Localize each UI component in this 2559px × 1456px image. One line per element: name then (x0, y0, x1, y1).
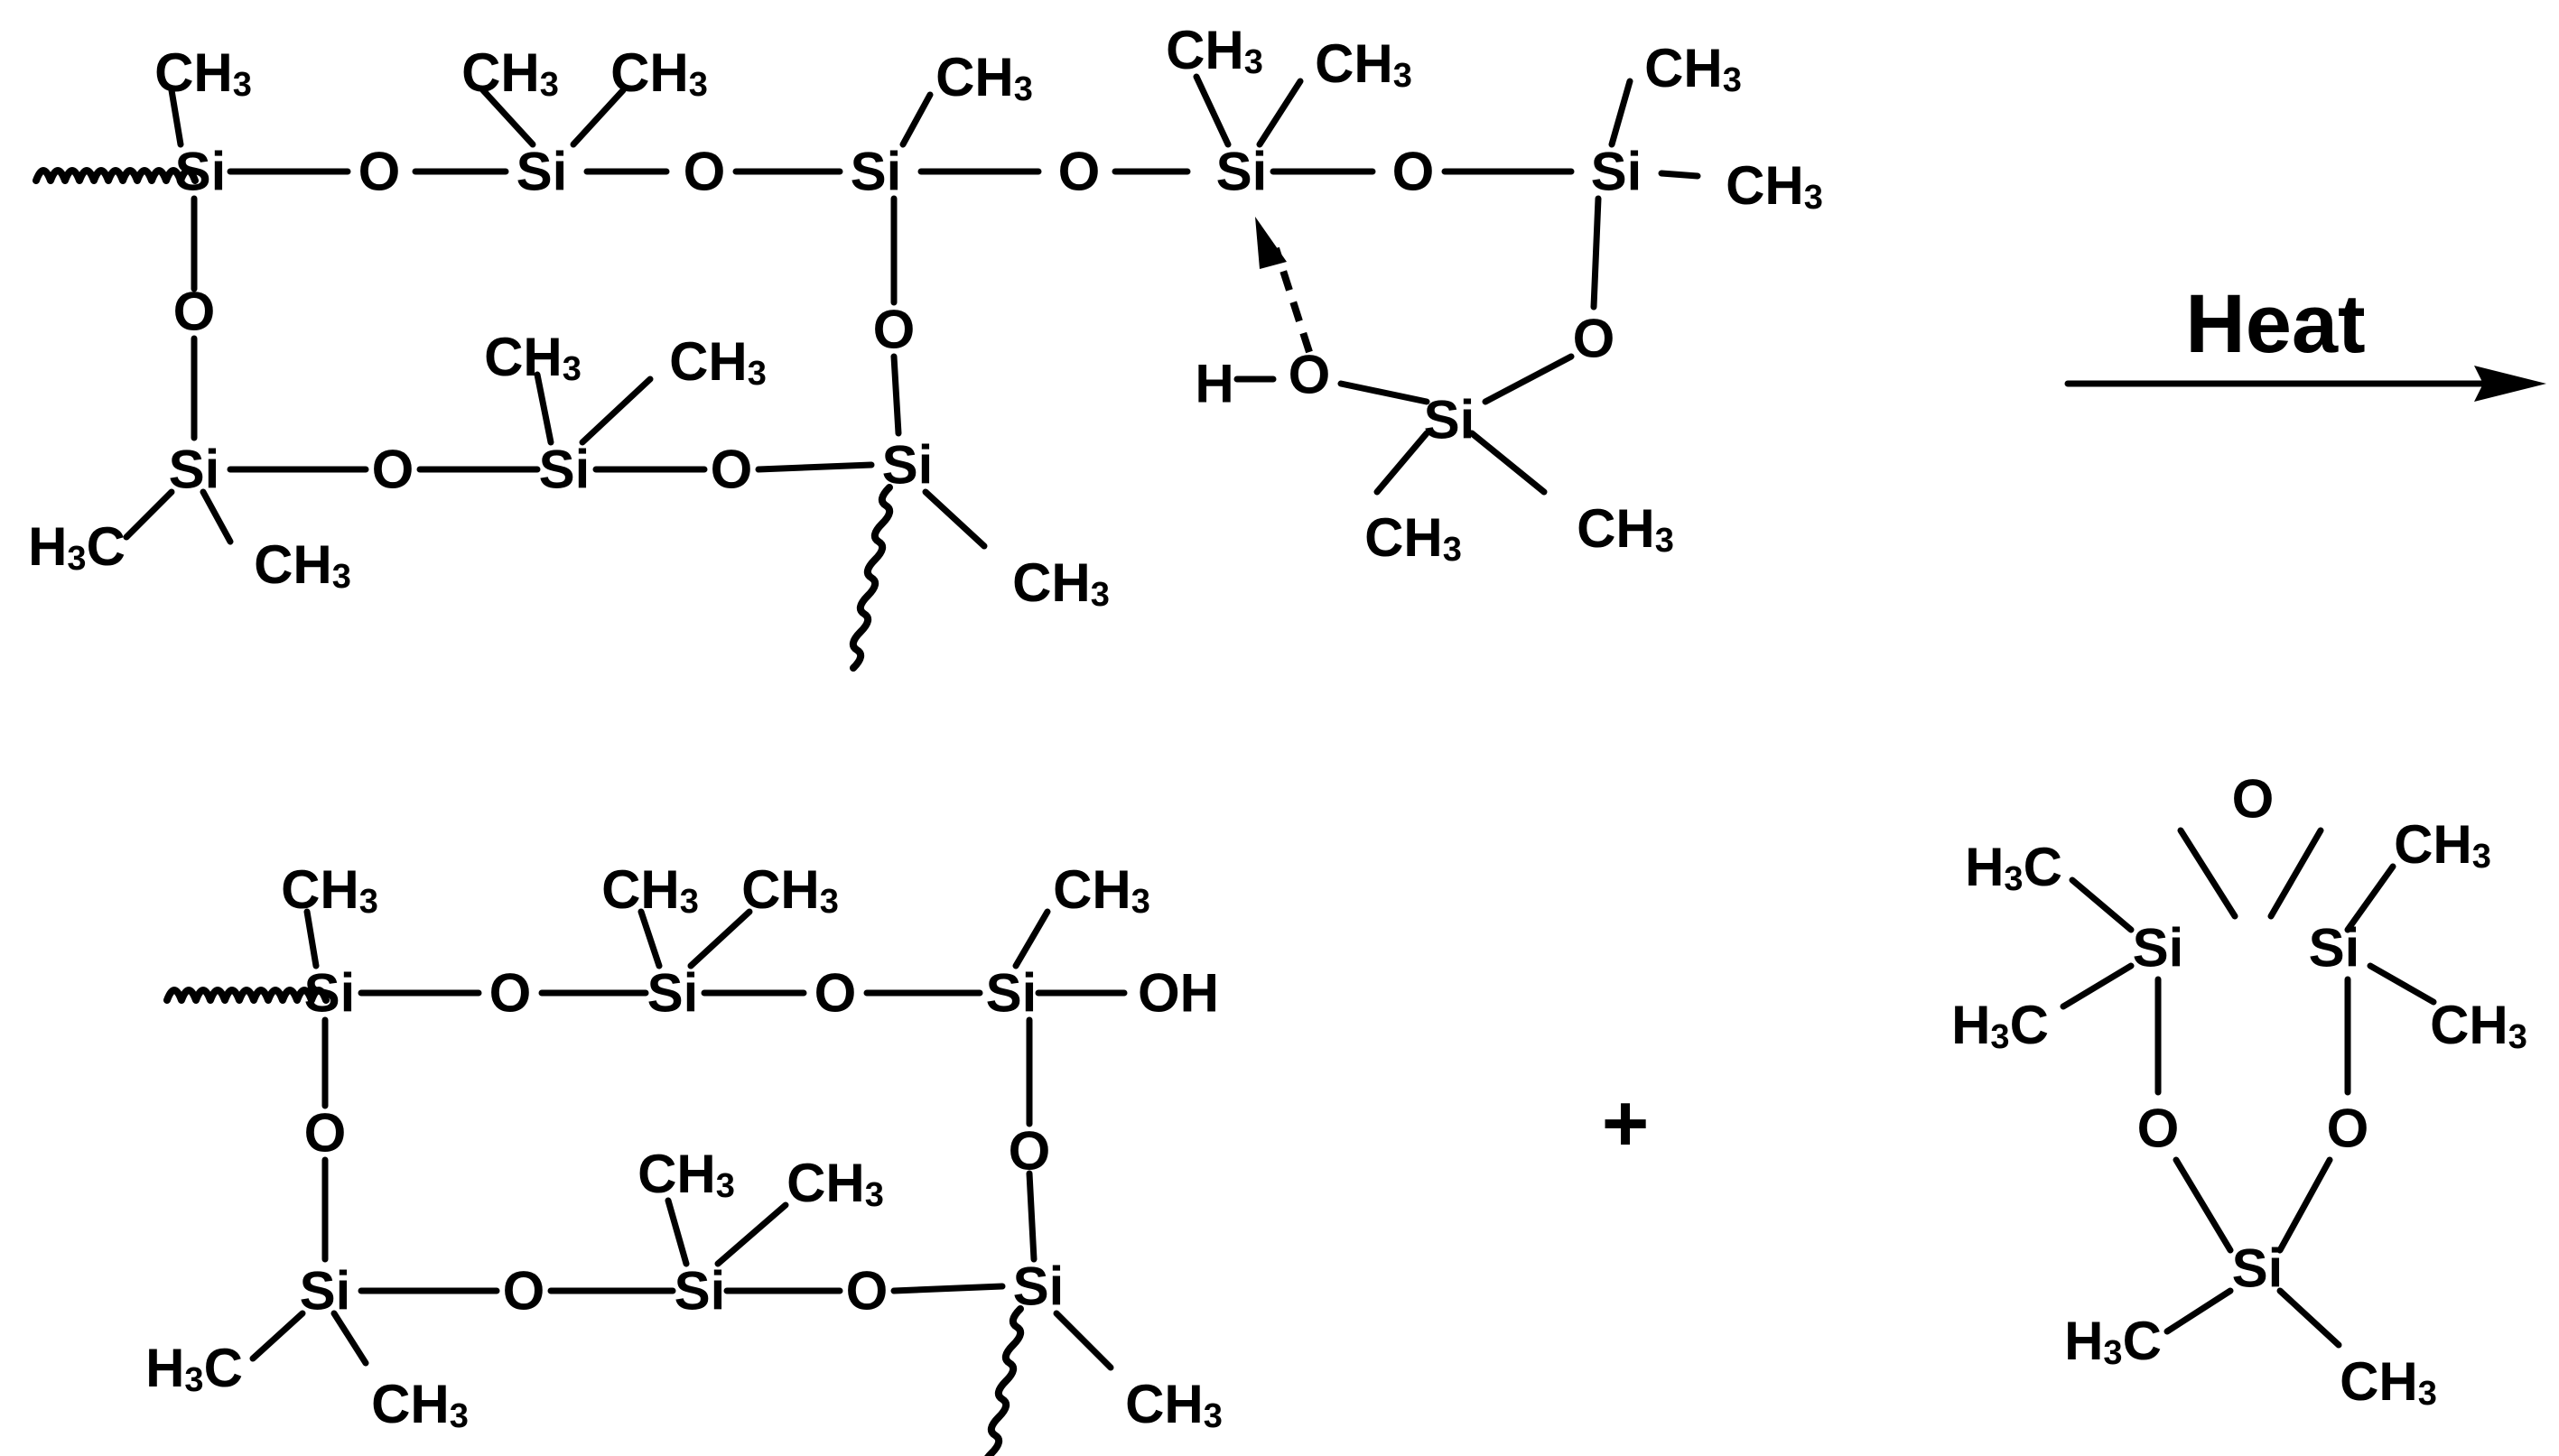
methyl-label: H3C (2064, 1311, 2162, 1373)
methyl-label: CH3 (935, 47, 1033, 109)
silicon-atom: Si (1591, 142, 1642, 202)
oxygen-atom: O (1573, 309, 1615, 369)
methyl-label: CH3 (281, 859, 378, 922)
methyl-label: CH3 (1726, 155, 1823, 218)
oxygen-atom: O (711, 440, 753, 500)
methyl-label: CH3 (154, 42, 252, 105)
methyl-label: H3C (28, 516, 126, 579)
polymer-continuation-wave (849, 484, 894, 672)
oxygen-atom: O (1289, 345, 1331, 405)
oxygen-atom: O (873, 300, 916, 360)
silicon-atom: Si (516, 142, 568, 202)
methyl-label: H3C (1965, 837, 2062, 899)
methyl-label: CH3 (1315, 33, 1412, 96)
methyl-label: CH3 (371, 1374, 469, 1436)
reactant-bonds (123, 73, 1701, 550)
methyl-label: CH3 (2430, 995, 2527, 1057)
oxygen-atom: O (2327, 1099, 2369, 1159)
oxygen-atom: O (684, 142, 726, 202)
methyl-label: CH3 (1012, 552, 1110, 615)
hydroxyl-group: OH (1138, 963, 1219, 1024)
reaction-arrowhead-icon (2474, 366, 2546, 402)
silicon-atom: Si (1424, 390, 1475, 450)
methyl-label: CH3 (2394, 814, 2491, 876)
oxygen-atom: O (1058, 142, 1101, 202)
silicon-atom: Si (2232, 1238, 2284, 1299)
methyl-label: CH3 (461, 42, 559, 105)
cyclic-bonds (2060, 827, 2437, 1349)
silicon-atom: Si (1216, 142, 1268, 202)
silicon-atom: Si (304, 963, 356, 1024)
methyl-label: CH3 (1577, 498, 1674, 561)
silicon-atom: Si (175, 142, 227, 202)
silicon-atom: Si (851, 142, 902, 202)
methyl-label: CH3 (1644, 38, 1742, 100)
methyl-label: CH3 (1166, 20, 1263, 82)
methyl-label: CH3 (1125, 1374, 1223, 1436)
backbiting-dashed-arrow (1272, 246, 1313, 354)
silicon-atom: Si (300, 1261, 351, 1322)
oxygen-atom: O (173, 282, 216, 342)
oxygen-atom: O (358, 142, 401, 202)
silicon-atom: Si (539, 440, 591, 500)
methyl-label: CH3 (601, 859, 699, 922)
methyl-label: CH3 (484, 327, 582, 389)
methyl-label: CH3 (637, 1144, 735, 1206)
plus-sign: + (1602, 1079, 1650, 1169)
oxygen-atom: O (1392, 142, 1435, 202)
polymer-continuation-wave (163, 987, 330, 1004)
silicon-atom: Si (169, 440, 220, 500)
silicon-atom: Si (675, 1261, 726, 1322)
methyl-label: CH3 (610, 42, 708, 105)
polymer-continuation-wave (984, 1305, 1025, 1456)
oxygen-atom: O (372, 440, 414, 500)
polymer-continuation-wave (33, 167, 199, 184)
silicon-atom: Si (647, 963, 699, 1024)
oxygen-atom: O (304, 1103, 347, 1164)
methyl-label: H3C (1951, 995, 2049, 1057)
backbiting-arrowhead-icon (1255, 217, 1287, 269)
silicon-atom: Si (1013, 1257, 1065, 1317)
silicon-atom: Si (2133, 918, 2184, 978)
methyl-label: CH3 (2340, 1351, 2437, 1414)
silicon-atom: Si (882, 435, 934, 496)
hydrogen-atom: H (1195, 354, 1233, 414)
oxygen-atom: O (1009, 1121, 1051, 1182)
reaction-condition-label: Heat (2185, 278, 2365, 370)
oxygen-atom: O (489, 963, 532, 1024)
oxygen-atom: O (814, 963, 857, 1024)
silicon-atom: Si (986, 963, 1038, 1024)
oxygen-atom: O (846, 1261, 889, 1322)
oxygen-atom: O (2232, 769, 2275, 830)
methyl-label: CH3 (1053, 859, 1150, 922)
product-bonds (249, 908, 1128, 1371)
methyl-label: H3C (145, 1338, 243, 1400)
oxygen-atom: O (503, 1261, 545, 1322)
oxygen-atom: O (2137, 1099, 2180, 1159)
reaction-arrow: Heat (2064, 278, 2546, 402)
methyl-label: CH3 (786, 1153, 884, 1215)
methyl-label: CH3 (254, 534, 351, 597)
methyl-label: CH3 (669, 331, 767, 394)
silicon-atom: Si (2309, 918, 2360, 978)
methyl-label: CH3 (1364, 507, 1462, 570)
methyl-label: CH3 (741, 859, 839, 922)
